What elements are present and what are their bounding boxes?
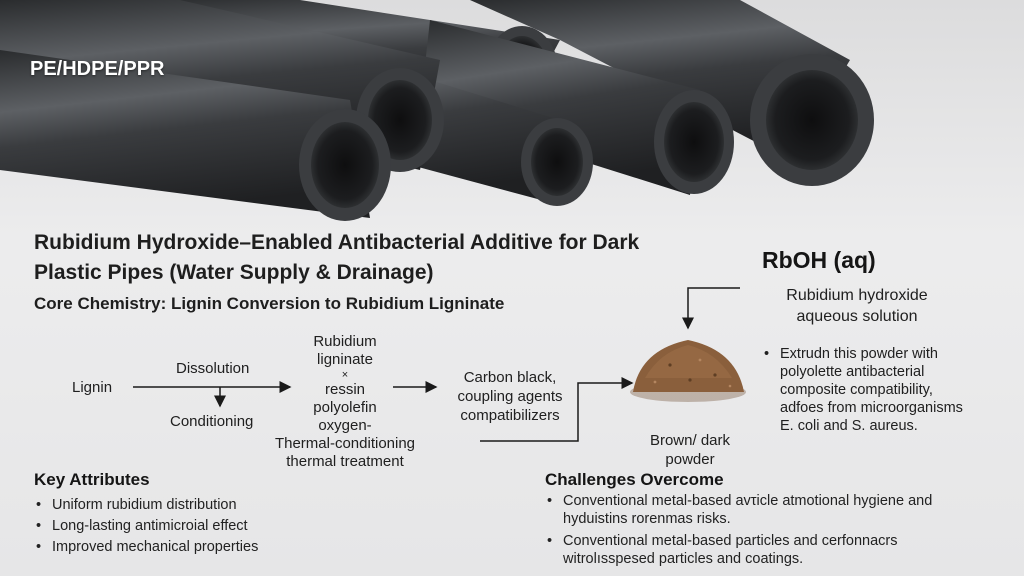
page-title: Rubidium Hydroxide–Enabled Antibacterial…	[34, 231, 640, 284]
rubidium-line: ×	[341, 369, 349, 381]
list-item: Extrudn this powder with polyolette anti…	[762, 345, 1002, 435]
carbon-line: Carbon black,	[463, 369, 557, 386]
list-item: Improved mechanical properties	[34, 537, 258, 558]
powder-line: powder	[665, 451, 715, 468]
rboh-desc-line: Rubidium hydroxide	[786, 287, 928, 304]
arrow-to-powder	[480, 377, 634, 442]
list-item: Conventional metal-based particles and c…	[545, 532, 985, 568]
list-item: Conventional metal-based avτicle atmotio…	[545, 492, 985, 528]
rubidium-line: ressin	[324, 381, 365, 398]
rubidium-line: oxygen-	[318, 417, 372, 434]
powder-line: Brown/ dark	[649, 432, 731, 449]
challenges-list: Conventional metal-based avτicle atmotio…	[545, 492, 985, 572]
pipes-photo	[0, 0, 1024, 236]
challenges-title: Challenges Overcome	[545, 470, 724, 489]
key-attributes-list: Uniform rubidium distribution Long-lasti…	[34, 495, 258, 558]
flow-dissolution: Dissolution	[176, 360, 250, 377]
flow-carbon-black: Carbon black, coupling agents compatibil…	[440, 368, 580, 425]
rboh-title: RbOH (aq)	[762, 247, 876, 273]
list-item: Long-lasting antimicroial effect	[34, 516, 258, 537]
arrow-rboh-to-powder	[682, 287, 740, 330]
flow-powder-label: Brown/ dark powder	[620, 431, 760, 469]
flow-conditioning: Conditioning	[170, 413, 254, 430]
rboh-desc-line: aqueous solution	[796, 308, 918, 325]
rubidium-line: Thermal-conditioning	[274, 435, 416, 452]
subtitle: Core Chemistry: Lignin Conversion to Rub…	[34, 294, 505, 313]
rubidium-line: thermal treatment	[286, 453, 404, 470]
pipe-front-left	[0, 50, 391, 221]
rubidium-line: ligninate	[317, 351, 373, 368]
carbon-line: coupling agents	[457, 388, 563, 405]
powder-pile	[630, 340, 746, 402]
rboh-description: Rubidium hydroxide aqueous solution	[762, 285, 952, 327]
list-item: Uniform rubidium distribution	[34, 495, 258, 516]
flow-rubidium-ligninate: Rubidium ligninate × ressin polyolefin o…	[250, 333, 440, 471]
photo-label: PE/HDPE/PPR	[30, 58, 165, 80]
key-attributes-title: Key Attributes	[34, 470, 150, 489]
rubidium-line: Rubidium	[313, 333, 377, 350]
rubidium-line: polyolefin	[313, 399, 377, 416]
carbon-line: compatibilizers	[460, 407, 560, 424]
rboh-bullets: Extrudn this powder with polyolette anti…	[762, 345, 1002, 435]
flow-lignin: Lignin	[72, 379, 113, 396]
pipe-middle-right	[420, 20, 734, 195]
